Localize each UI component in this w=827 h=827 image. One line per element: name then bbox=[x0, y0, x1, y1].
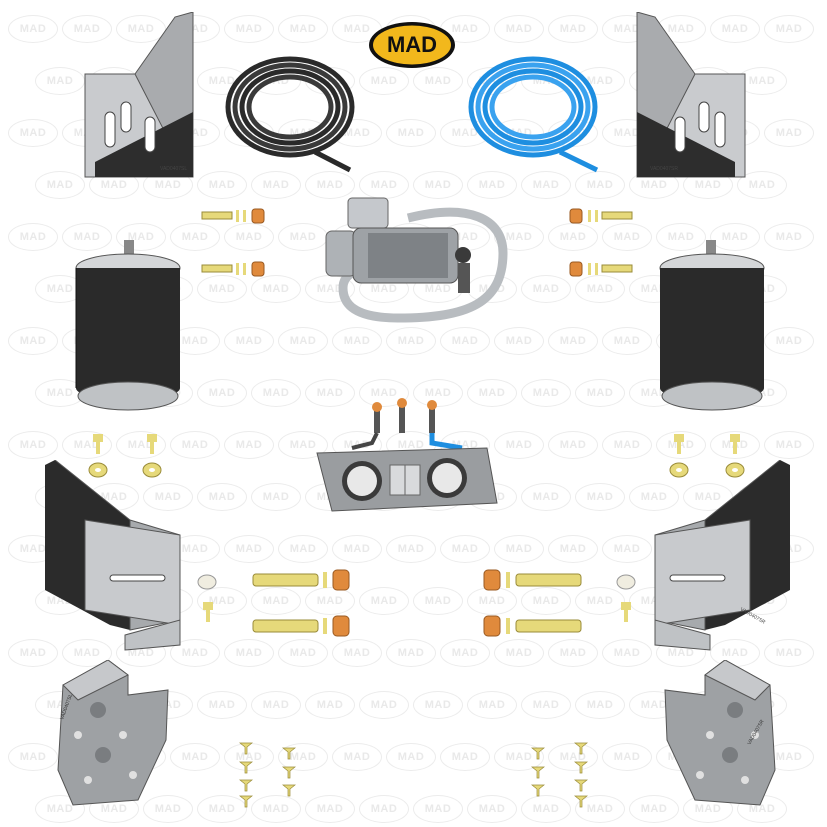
long-bolt-set-left bbox=[197, 569, 350, 637]
watermark-mark: MAD bbox=[467, 795, 517, 823]
watermark-mark: MAD bbox=[494, 639, 544, 667]
watermark-mark: MAD bbox=[548, 639, 598, 667]
watermark-mark: MAD bbox=[440, 743, 490, 771]
watermark-mark: MAD bbox=[440, 327, 490, 355]
screw-set-left bbox=[239, 742, 296, 808]
watermark-mark: MAD bbox=[359, 795, 409, 823]
watermark-mark: MAD bbox=[413, 795, 463, 823]
part-number-label: VAD0407SR bbox=[650, 166, 678, 172]
watermark-mark: MAD bbox=[305, 691, 355, 719]
blue-hose-coil bbox=[468, 56, 599, 173]
watermark-mark: MAD bbox=[386, 743, 436, 771]
watermark-mark: MAD bbox=[251, 379, 301, 407]
watermark-mark: MAD bbox=[278, 535, 328, 563]
watermark-mark: MAD bbox=[413, 691, 463, 719]
watermark-mark: MAD bbox=[8, 119, 58, 147]
gauge-control-panel bbox=[316, 398, 498, 512]
watermark-mark: MAD bbox=[332, 327, 382, 355]
watermark-mark: MAD bbox=[332, 639, 382, 667]
watermark-mark: MAD bbox=[521, 483, 571, 511]
washer-set-right bbox=[669, 434, 745, 478]
watermark-mark: MAD bbox=[305, 795, 355, 823]
watermark-mark: MAD bbox=[224, 15, 274, 43]
screw-set-right bbox=[531, 742, 588, 808]
air-spring-right bbox=[659, 240, 765, 411]
watermark-mark: MAD bbox=[8, 327, 58, 355]
watermark-mark: MAD bbox=[278, 15, 328, 43]
watermark-mark: MAD bbox=[602, 743, 652, 771]
watermark-mark: MAD bbox=[764, 119, 814, 147]
watermark-mark: MAD bbox=[764, 15, 814, 43]
watermark-mark: MAD bbox=[332, 535, 382, 563]
watermark-mark: MAD bbox=[278, 639, 328, 667]
watermark-mark: MAD bbox=[224, 327, 274, 355]
watermark-mark: MAD bbox=[494, 15, 544, 43]
watermark-mark: MAD bbox=[602, 327, 652, 355]
watermark-mark: MAD bbox=[8, 15, 58, 43]
long-bolt-set-right bbox=[483, 569, 636, 637]
bolt-set-upper-left bbox=[201, 208, 265, 277]
watermark-mark: MAD bbox=[359, 691, 409, 719]
watermark-mark: MAD bbox=[251, 691, 301, 719]
watermark-mark: MAD bbox=[224, 639, 274, 667]
upper-bracket-right: VAD0407SR bbox=[636, 12, 746, 178]
watermark-mark: MAD bbox=[251, 483, 301, 511]
watermark-mark: MAD bbox=[548, 327, 598, 355]
watermark-mark: MAD bbox=[575, 691, 625, 719]
watermark-mark: MAD bbox=[440, 639, 490, 667]
watermark-mark: MAD bbox=[413, 67, 463, 95]
lower-bracket-right: VAD0407SR bbox=[654, 460, 790, 651]
watermark-mark: MAD bbox=[197, 483, 247, 511]
watermark-mark: MAD bbox=[197, 379, 247, 407]
watermark-mark: MAD bbox=[359, 67, 409, 95]
watermark-mark: MAD bbox=[521, 691, 571, 719]
brand-logo: MAD bbox=[367, 20, 457, 70]
watermark-mark: MAD bbox=[170, 431, 220, 459]
logo-text: MAD bbox=[386, 32, 438, 57]
watermark-mark: MAD bbox=[197, 691, 247, 719]
part-number-label: VAD0407SL bbox=[160, 166, 187, 172]
watermark-mark: MAD bbox=[575, 379, 625, 407]
watermark-mark: MAD bbox=[386, 119, 436, 147]
watermark-mark: MAD bbox=[8, 431, 58, 459]
lower-bracket-left bbox=[45, 460, 181, 651]
watermark-mark: MAD bbox=[386, 535, 436, 563]
watermark-mark: MAD bbox=[548, 15, 598, 43]
watermark-mark: MAD bbox=[575, 483, 625, 511]
watermark-mark: MAD bbox=[764, 431, 814, 459]
watermark-mark: MAD bbox=[548, 535, 598, 563]
watermark-mark: MAD bbox=[413, 587, 463, 615]
washer-set-left bbox=[88, 434, 162, 478]
bolt-set-upper-right bbox=[569, 208, 633, 277]
watermark-mark: MAD bbox=[548, 431, 598, 459]
watermark-mark: MAD bbox=[224, 535, 274, 563]
watermark-mark: MAD bbox=[494, 327, 544, 355]
watermark-mark: MAD bbox=[440, 535, 490, 563]
watermark-mark: MAD bbox=[602, 431, 652, 459]
watermark-mark: MAD bbox=[467, 691, 517, 719]
air-spring-left bbox=[75, 240, 181, 411]
watermark-mark: MAD bbox=[8, 223, 58, 251]
watermark-mark: MAD bbox=[521, 379, 571, 407]
watermark-mark: MAD bbox=[386, 327, 436, 355]
watermark-mark: MAD bbox=[332, 743, 382, 771]
watermark-mark: MAD bbox=[359, 587, 409, 615]
watermark-mark: MAD bbox=[386, 639, 436, 667]
logo-badge bbox=[369, 22, 455, 68]
base-plate-left: VAD0407SL bbox=[57, 660, 169, 806]
air-compressor bbox=[325, 197, 508, 323]
upper-bracket-left: VAD0407SL bbox=[84, 12, 194, 178]
watermark-mark: MAD bbox=[494, 535, 544, 563]
watermark-mark: MAD bbox=[224, 431, 274, 459]
black-hose-coil bbox=[225, 56, 355, 173]
watermark-mark: MAD bbox=[278, 327, 328, 355]
base-plate-right: VAD0407SR bbox=[664, 660, 776, 806]
